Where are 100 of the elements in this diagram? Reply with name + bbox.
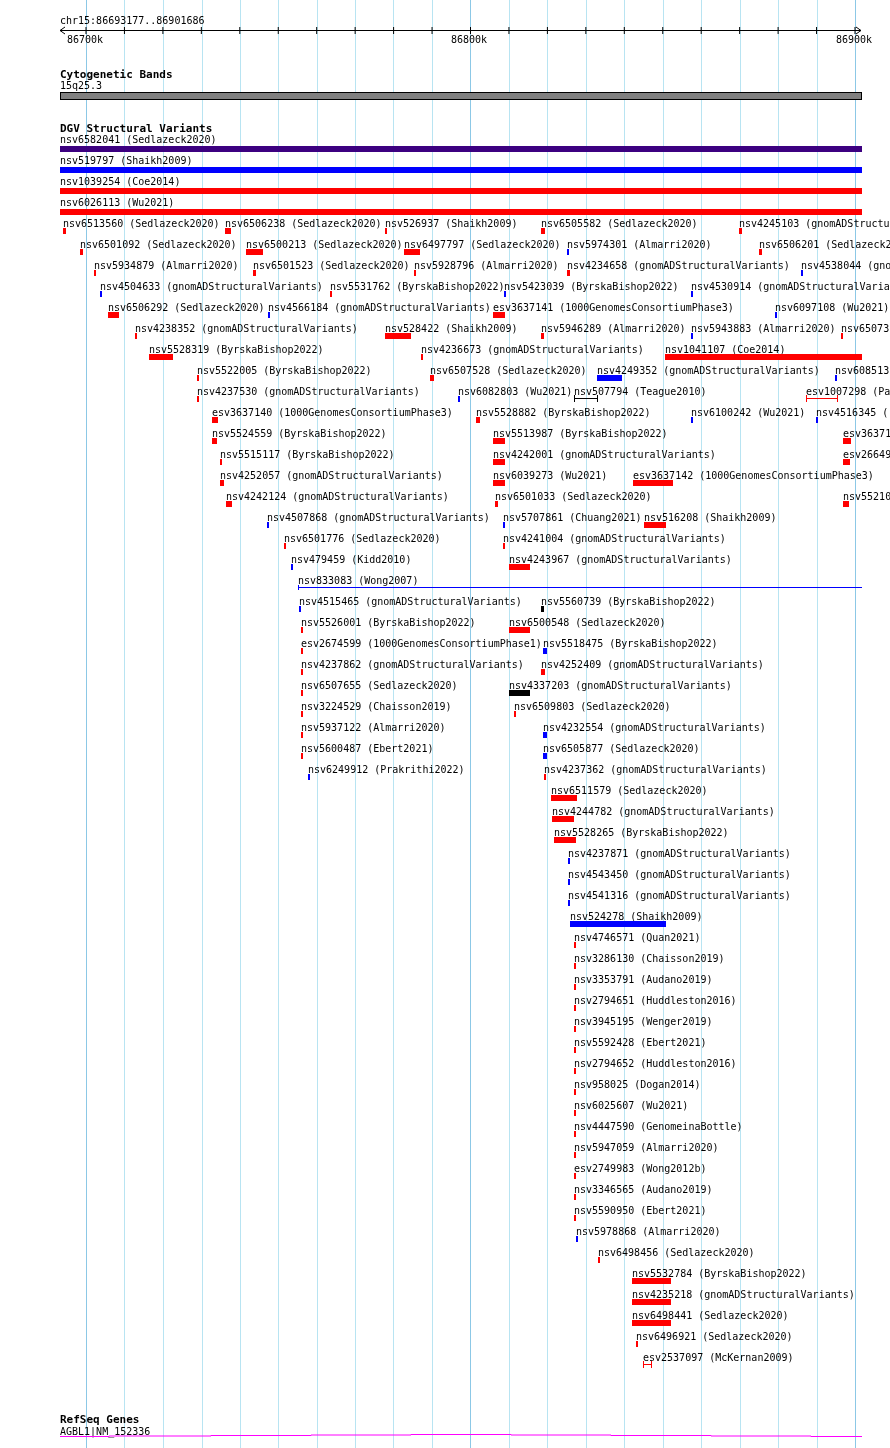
variant-label: nsv479459 (Kidd2010) xyxy=(291,554,412,566)
variant-label: nsv5946289 (Almarri2020) xyxy=(541,323,686,335)
variant-label: nsv5934879 (Almarri2020) xyxy=(94,260,239,272)
variant-label: nsv6513560 (Sedlazeck2020) xyxy=(63,218,220,230)
variant-label: nsv4447590 (GenomeinaBottle) xyxy=(574,1121,743,1133)
variant-label: esv3637142 (1000GenomesConsortiumPhase3) xyxy=(633,470,874,482)
variant-label: nsv4243967 (gnomADStructuralVariants) xyxy=(509,554,732,566)
track-title: Cytogenetic Bands xyxy=(60,68,173,81)
variant-label: nsv4507868 (gnomADStructuralVariants) xyxy=(267,512,490,524)
variant-label: nsv5524559 (ByrskaBishop2022) xyxy=(212,428,387,440)
track-title: DGV Structural Variants xyxy=(60,122,213,135)
variant-label: nsv608513 xyxy=(835,365,890,377)
variant-label: nsv6498456 (Sedlazeck2020) xyxy=(598,1247,755,1259)
variant-label: nsv4504633 (gnomADStructuralVariants) xyxy=(100,281,323,293)
variant-label: nsv4234658 (gnomADStructuralVariants) xyxy=(567,260,790,272)
variant-label: nsv5943883 (Almarri2020) xyxy=(691,323,836,335)
variant-label: nsv6025607 (Wu2021) xyxy=(574,1100,689,1112)
variant-label: nsv6100242 (Wu2021) xyxy=(691,407,806,419)
variant-label: nsv526937 (Shaikh2009) xyxy=(385,218,518,230)
band-label: 15q25.3 xyxy=(60,80,103,92)
variant-label: nsv5590950 (Ebert2021) xyxy=(574,1205,707,1217)
variant-label: nsv4242001 (gnomADStructuralVariants) xyxy=(493,449,716,461)
variant-label: nsv958025 (Dogan2014) xyxy=(574,1079,701,1091)
variant-label: nsv4237862 (gnomADStructuralVariants) xyxy=(301,659,524,671)
variant-label: nsv6506201 (Sedlazeck2 xyxy=(759,239,890,251)
variant-label: nsv6498441 (Sedlazeck2020) xyxy=(632,1310,789,1322)
variant-label: esv26649 xyxy=(843,449,890,461)
variant-label: nsv519797 (Shaikh2009) xyxy=(60,155,193,167)
variant-label: nsv524278 (Shaikh2009) xyxy=(570,911,703,923)
variant-label: nsv5528319 (ByrskaBishop2022) xyxy=(149,344,324,356)
variant-label: nsv4515465 (gnomADStructuralVariants) xyxy=(299,596,522,608)
variant-label: nsv6507655 (Sedlazeck2020) xyxy=(301,680,458,692)
variant-label: nsv5600487 (Ebert2021) xyxy=(301,743,434,755)
variant-label: nsv4249352 (gnomADStructuralVariants) xyxy=(597,365,820,377)
variant-label: nsv5522005 (ByrskaBishop2022) xyxy=(197,365,372,377)
variant-label: nsv2794652 (Huddleston2016) xyxy=(574,1058,737,1070)
variant-label: esv1007298 (Pa xyxy=(806,386,890,398)
variant-label: nsv4235218 (gnomADStructuralVariants) xyxy=(632,1289,855,1301)
variant-label: esv2749983 (Wong2012b) xyxy=(574,1163,707,1175)
variant-label: nsv5592428 (Ebert2021) xyxy=(574,1037,707,1049)
variant-label: nsv5531762 (ByrskaBishop2022) xyxy=(330,281,505,293)
variant-label: nsv6097108 (Wu2021) xyxy=(775,302,890,314)
variant-label: nsv528422 (Shaikh2009) xyxy=(385,323,518,335)
variant-label: nsv6501523 (Sedlazeck2020) xyxy=(253,260,410,272)
variant-label: nsv4566184 (gnomADStructuralVariants) xyxy=(268,302,491,314)
variant-label: nsv5947059 (Almarri2020) xyxy=(574,1142,719,1154)
variant-label: esv3637140 (1000GenomesConsortiumPhase3) xyxy=(212,407,453,419)
variant-label: nsv6500548 (Sedlazeck2020) xyxy=(509,617,666,629)
variant-label: nsv1039254 (Coe2014) xyxy=(60,176,181,188)
variant-label: nsv5560739 (ByrskaBishop2022) xyxy=(541,596,716,608)
variant-label: nsv3945195 (Wenger2019) xyxy=(574,1016,713,1028)
variant-label: nsv5707861 (Chuang2021) xyxy=(503,512,642,524)
variant-label: nsv4543450 (gnomADStructuralVariants) xyxy=(568,869,791,881)
variant-label: nsv4541316 (gnomADStructuralVariants) xyxy=(568,890,791,902)
variant-label: nsv4241004 (gnomADStructuralVariants) xyxy=(503,533,726,545)
variant-label: nsv65073 xyxy=(841,323,890,335)
variant-label: nsv6505582 (Sedlazeck2020) xyxy=(541,218,698,230)
variant-label: nsv3353791 (Audano2019) xyxy=(574,974,713,986)
variant-label: nsv5974301 (Almarri2020) xyxy=(567,239,712,251)
variant-label: nsv6509803 (Sedlazeck2020) xyxy=(514,701,671,713)
variant-label: nsv6249912 (Prakrithi2022) xyxy=(308,764,465,776)
tick-label: 86800k xyxy=(451,34,488,46)
variant-label: nsv6511579 (Sedlazeck2020) xyxy=(551,785,708,797)
variant-label: nsv6501033 (Sedlazeck2020) xyxy=(495,491,652,503)
variant-label: nsv4538044 (gno xyxy=(801,260,890,272)
variant-label: nsv4252409 (gnomADStructuralVariants) xyxy=(541,659,764,671)
variant-label: nsv4530914 (gnomADStructuralVaria xyxy=(691,281,890,293)
variant-label: nsv6039273 (Wu2021) xyxy=(493,470,608,482)
variant-label: nsv6501776 (Sedlazeck2020) xyxy=(284,533,441,545)
variant-label: nsv6496921 (Sedlazeck2020) xyxy=(636,1331,793,1343)
variant-label: nsv5528265 (ByrskaBishop2022) xyxy=(554,827,729,839)
variant-label: nsv5526001 (ByrskaBishop2022) xyxy=(301,617,476,629)
variant-label: nsv2794651 (Huddleston2016) xyxy=(574,995,737,1007)
variant-label: nsv55210 xyxy=(843,491,890,503)
variant-label: nsv4746571 (Quan2021) xyxy=(574,932,701,944)
variant-label: nsv3224529 (Chaisson2019) xyxy=(301,701,452,713)
variant-label: nsv4237530 (gnomADStructuralVariants) xyxy=(197,386,420,398)
variant-label: esv2674599 (1000GenomesConsortiumPhase1) xyxy=(301,638,542,650)
variant-label: nsv6497797 (Sedlazeck2020) xyxy=(404,239,561,251)
variant-label: nsv6026113 (Wu2021) xyxy=(60,197,175,209)
variant-label: nsv6500213 (Sedlazeck2020) xyxy=(246,239,403,251)
variant-label: nsv5528882 (ByrskaBishop2022) xyxy=(476,407,651,419)
variant-label: nsv516208 (Shaikh2009) xyxy=(644,512,777,524)
variant-label: nsv5518475 (ByrskaBishop2022) xyxy=(543,638,718,650)
variant-label: nsv6506292 (Sedlazeck2020) xyxy=(108,302,265,314)
variant-label: nsv5532784 (ByrskaBishop2022) xyxy=(632,1268,807,1280)
variant-label: nsv4244782 (gnomADStructuralVariants) xyxy=(552,806,775,818)
variant-label: nsv5515117 (ByrskaBishop2022) xyxy=(220,449,395,461)
variant-label: esv36371 xyxy=(843,428,890,440)
variant-label: nsv6506238 (Sedlazeck2020) xyxy=(225,218,382,230)
variant-label: nsv5978868 (Almarri2020) xyxy=(576,1226,721,1238)
variant-label: esv2537097 (McKernan2009) xyxy=(643,1352,794,1364)
variant-label: nsv5423039 (ByrskaBishop2022) xyxy=(504,281,679,293)
variant-label: nsv4516345 ( xyxy=(816,407,889,419)
tick-label: 86900k xyxy=(836,34,873,46)
variant-label: nsv6582041 (Sedlazeck2020) xyxy=(60,134,217,146)
variant-label: nsv4237871 (gnomADStructuralVariants) xyxy=(568,848,791,860)
variant-label: esv3637141 (1000GenomesConsortiumPhase3) xyxy=(493,302,734,314)
variant-label: nsv6082803 (Wu2021) xyxy=(458,386,573,398)
variant-label: nsv4236673 (gnomADStructuralVariants) xyxy=(421,344,644,356)
